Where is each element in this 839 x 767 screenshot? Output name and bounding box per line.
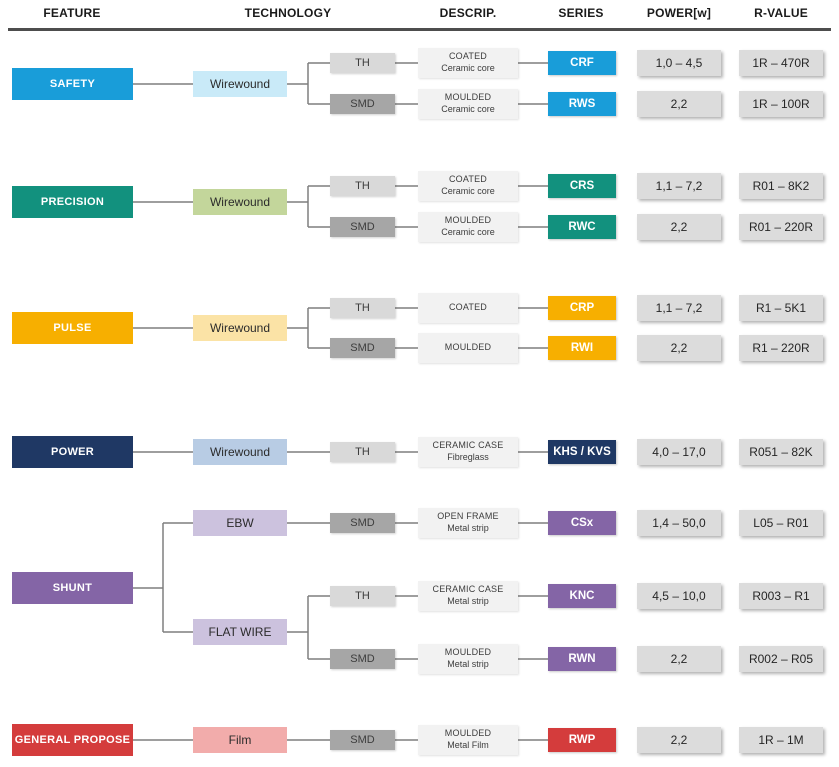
power-range: 4,0 – 17,0 [637,439,721,465]
rvalue-range: L05 – R01 [739,510,823,536]
power-range: 2,2 [637,727,721,753]
descrip-line1: MOULDED [444,215,492,226]
rvalue-range: 1R – 470R [739,50,823,76]
descrip-line1: MOULDED [444,92,492,103]
tech-pulse-wirewound: Wirewound [193,315,287,341]
column-header-rvalue: R-VALUE [754,6,808,20]
descrip-line2: Metal strip [447,659,489,669]
feature-power: POWER [12,436,133,468]
descrip-box: COATED Ceramic core [418,171,518,201]
power-range: 2,2 [637,646,721,672]
tech-safety-wirewound: Wirewound [193,71,287,97]
feature-safety: SAFETY [12,68,133,100]
column-header-descrip: DESCRIP. [439,6,497,20]
descrip-line1: COATED [448,51,488,62]
mount-th: TH [330,53,395,73]
mount-smd: SMD [330,730,395,750]
column-header-power: POWER[w] [646,6,712,20]
mount-smd: SMD [330,94,395,114]
descrip-line2: Metal Film [447,740,489,750]
rvalue-range: R003 – R1 [739,583,823,609]
descrip-line2: Ceramic core [441,186,495,196]
series-khs-kvs: KHS / KVS [548,440,616,464]
series-rwc: RWC [548,215,616,239]
mount-th: TH [330,176,395,196]
power-range: 1,1 – 7,2 [637,173,721,199]
rvalue-range: R002 – R05 [739,646,823,672]
tech-general-film: Film [193,727,287,753]
series-crp: CRP [548,296,616,320]
series-crs: CRS [548,174,616,198]
tech-precision-wirewound: Wirewound [193,189,287,215]
series-knc: KNC [548,584,616,608]
column-header-technology: TECHNOLOGY [244,6,332,20]
descrip-line1: CERAMIC CASE [432,584,504,595]
series-rwn: RWN [548,647,616,671]
descrip-line1: CERAMIC CASE [432,440,504,451]
rvalue-range: R051 – 82K [739,439,823,465]
rvalue-range: 1R – 1M [739,727,823,753]
descrip-line1: MOULDED [444,342,492,353]
rvalue-range: R01 – 220R [739,214,823,240]
descrip-box: MOULDED [418,333,518,363]
rvalue-range: 1R – 100R [739,91,823,117]
power-range: 2,2 [637,91,721,117]
power-range: 2,2 [637,214,721,240]
mount-smd: SMD [330,217,395,237]
rvalue-range: R1 – 5K1 [739,295,823,321]
descrip-line2: Ceramic core [441,104,495,114]
descrip-line2: Metal strip [447,596,489,606]
descrip-line1: COATED [448,302,488,313]
descrip-box: MOULDED Ceramic core [418,212,518,242]
descrip-line2: Metal strip [447,523,489,533]
descrip-box: CERAMIC CASE Fibreglass [418,437,518,467]
mount-th: TH [330,298,395,318]
descrip-line1: COATED [448,174,488,185]
tech-shunt-flat-wire: FLAT WIRE [193,619,287,645]
tech-power-wirewound: Wirewound [193,439,287,465]
power-range: 1,4 – 50,0 [637,510,721,536]
feature-precision: PRECISION [12,186,133,218]
column-header-feature: FEATURE [43,6,101,20]
series-rws: RWS [548,92,616,116]
descrip-box: COATED [418,293,518,323]
mount-smd: SMD [330,338,395,358]
power-range: 1,0 – 4,5 [637,50,721,76]
mount-th: TH [330,442,395,462]
descrip-line2: Ceramic core [441,63,495,73]
descrip-box: MOULDED Ceramic core [418,89,518,119]
series-rwi: RWI [548,336,616,360]
descrip-line1: MOULDED [444,728,492,739]
descrip-box: MOULDED Metal strip [418,644,518,674]
descrip-line1: MOULDED [444,647,492,658]
power-range: 4,5 – 10,0 [637,583,721,609]
descrip-box: CERAMIC CASE Metal strip [418,581,518,611]
descrip-box: COATED Ceramic core [418,48,518,78]
descrip-line2: Fibreglass [447,452,489,462]
tech-shunt-ebw: EBW [193,510,287,536]
series-rwp: RWP [548,728,616,752]
power-range: 2,2 [637,335,721,361]
mount-smd: SMD [330,513,395,533]
column-header-series: SERIES [558,6,604,20]
descrip-box: MOULDED Metal Film [418,725,518,755]
mount-th: TH [330,586,395,606]
descrip-line2: Ceramic core [441,227,495,237]
feature-general-propose: GENERAL PROPOSE [12,724,133,756]
mount-smd: SMD [330,649,395,669]
power-range: 1,1 – 7,2 [637,295,721,321]
descrip-line1: OPEN FRAME [437,511,499,522]
feature-shunt: SHUNT [12,572,133,604]
series-csx: CSx [548,511,616,535]
series-crf: CRF [548,51,616,75]
descrip-box: OPEN FRAME Metal strip [418,508,518,538]
feature-pulse: PULSE [12,312,133,344]
rvalue-range: R01 – 8K2 [739,173,823,199]
rvalue-range: R1 – 220R [739,335,823,361]
header-divider [8,28,831,31]
